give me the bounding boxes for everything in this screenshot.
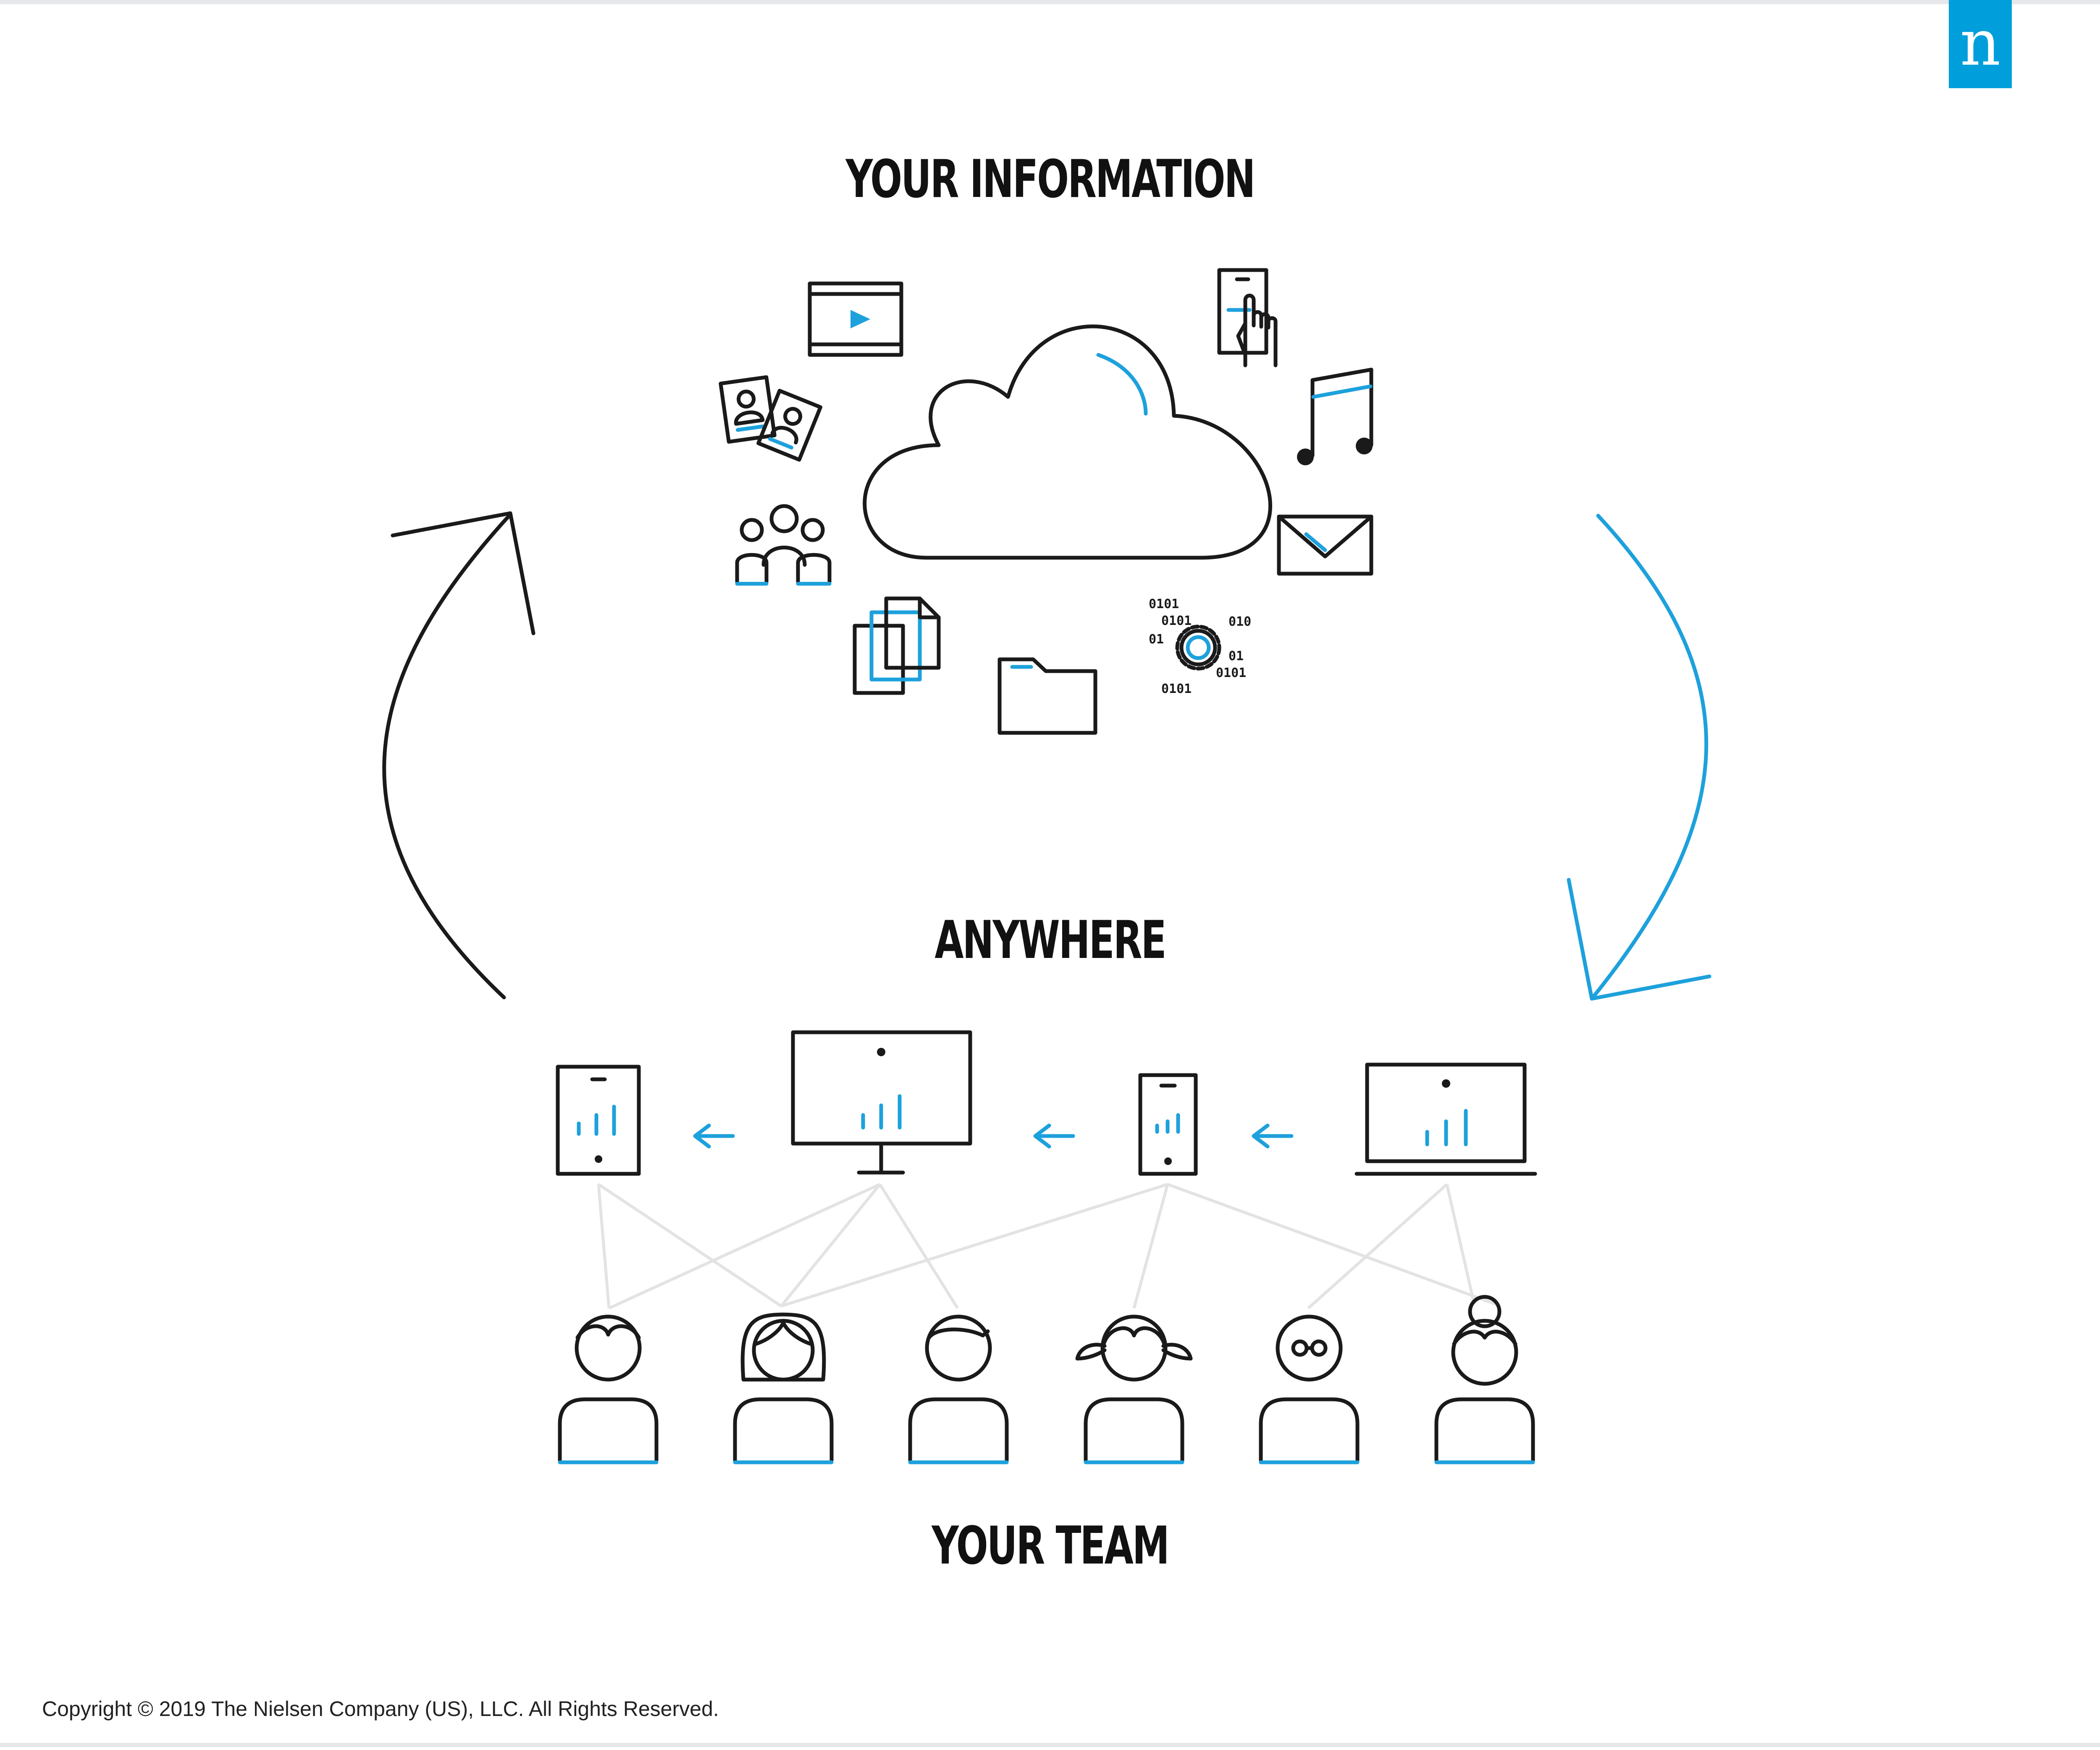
binary-tag: 010 <box>1228 614 1251 629</box>
photos-icon <box>719 375 822 462</box>
data-gear-icon: 0101 0101 010 01 01 0101 0101 <box>1149 597 1251 696</box>
bottom-border <box>0 1743 2100 1747</box>
left-cycle-arrow <box>382 511 536 1000</box>
person-2-icon <box>733 1312 834 1464</box>
video-icon <box>808 281 903 357</box>
music-note-icon <box>1297 367 1373 465</box>
cloud-icon <box>863 324 1272 560</box>
binary-tag: 0101 <box>1161 614 1192 628</box>
person-3-icon <box>908 1314 1009 1464</box>
your-information-label: YOUR INFORMATION <box>845 149 1256 210</box>
logo-letter: n <box>1960 7 2001 80</box>
connector-lines <box>597 1183 1496 1310</box>
monitor-icon <box>791 1030 972 1175</box>
envelope-icon <box>1277 514 1373 576</box>
touch-phone-icon <box>1217 268 1278 367</box>
binary-tag: 0101 <box>1149 597 1179 611</box>
copyright-notice: Copyright © 2019 The Nielsen Company (US… <box>42 1697 719 1721</box>
top-border <box>0 0 2100 4</box>
anywhere-label: ANYWHERE <box>934 910 1166 971</box>
person-6-icon <box>1434 1295 1535 1464</box>
documents-icon <box>853 596 941 695</box>
binary-tag: 0101 <box>1216 666 1246 680</box>
nielsen-logo: n <box>1949 0 2012 88</box>
left-arrow-icon <box>1252 1123 1294 1149</box>
tablet-icon <box>556 1065 641 1176</box>
binary-tag: 0101 <box>1161 682 1192 696</box>
laptop-icon <box>1354 1063 1537 1176</box>
left-arrow-icon <box>693 1123 735 1149</box>
person-4-icon <box>1075 1314 1193 1464</box>
person-1-icon <box>558 1314 659 1464</box>
folder-icon <box>998 657 1097 735</box>
left-arrow-icon <box>1033 1123 1075 1149</box>
your-team-label: YOUR TEAM <box>932 1516 1169 1576</box>
person-5-icon <box>1259 1314 1360 1464</box>
right-cycle-arrow <box>1567 514 1712 1001</box>
binary-tag: 01 <box>1228 649 1244 664</box>
binary-tag: 01 <box>1149 632 1164 647</box>
group-icon <box>735 504 832 586</box>
phone-icon <box>1138 1073 1198 1176</box>
